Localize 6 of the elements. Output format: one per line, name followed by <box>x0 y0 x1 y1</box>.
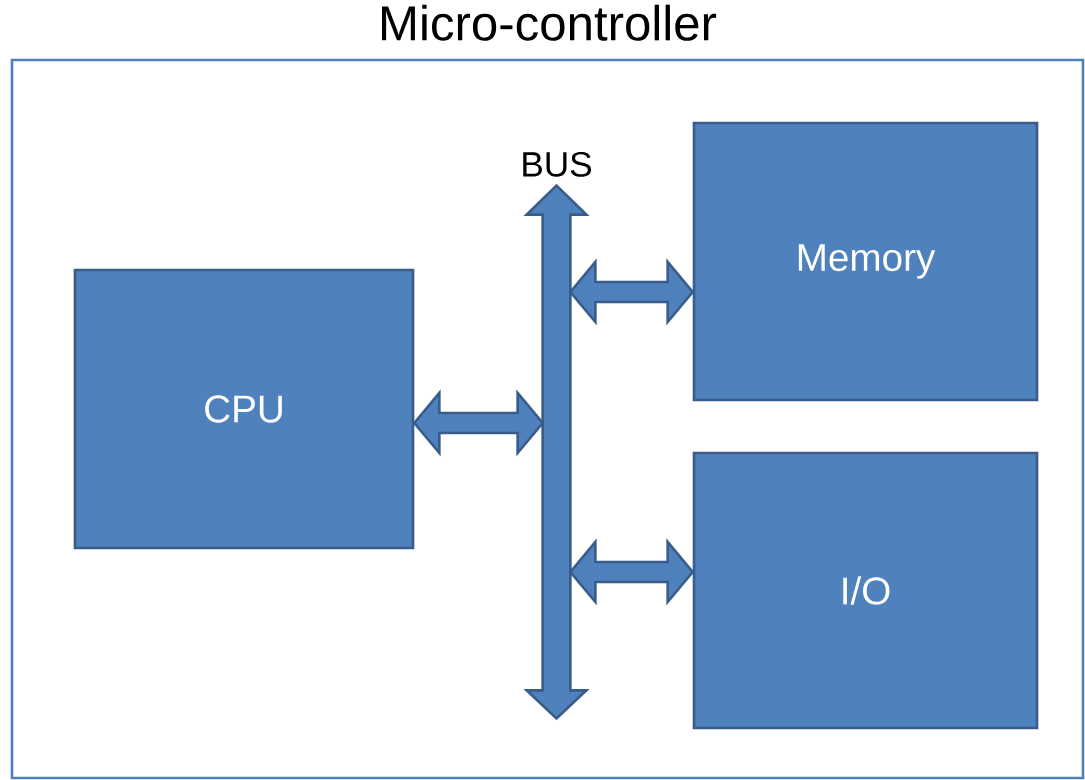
cpu-box: CPU <box>73 268 415 550</box>
io-box: I/O <box>692 451 1039 730</box>
bus-bar: BUS <box>523 151 591 721</box>
node-label: BUS <box>523 151 592 177</box>
memory-box: Memory <box>692 121 1039 402</box>
node-label: Micro-controller <box>382 4 717 41</box>
